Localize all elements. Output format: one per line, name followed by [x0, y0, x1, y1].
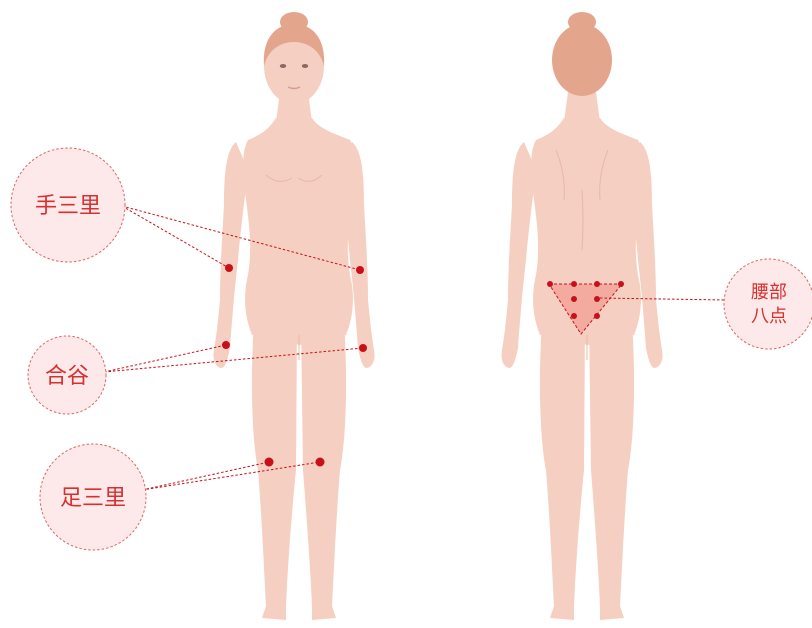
acupoint-yaobu-3 — [594, 281, 600, 287]
acupoint-shousanli-left — [225, 264, 233, 272]
acupoint-shousanli-right — [356, 266, 364, 274]
label-yaobu-line1: 腰部 — [751, 282, 787, 303]
label-zusanli-bubble: 足三里 — [40, 444, 146, 550]
label-yaobu-line2: 八点 — [751, 306, 787, 327]
front-right-eye — [302, 64, 308, 68]
back-head — [552, 24, 612, 96]
acupoint-yaobu-6 — [594, 296, 600, 302]
leader-zusanli-left — [142, 462, 269, 490]
label-yaobu-bubble: 腰部 八点 — [724, 259, 812, 349]
human-body-front-icon — [213, 12, 374, 620]
back-left-arm — [501, 142, 536, 368]
front-left-eye — [280, 64, 286, 68]
front-left-arm — [213, 142, 248, 368]
label-zusanli: 足三里 — [60, 486, 126, 511]
acupoint-zusanli-left — [265, 458, 274, 467]
acupoint-hegu-right — [359, 344, 367, 352]
acupoint-yaobu-8 — [594, 313, 600, 319]
acupoint-hegu-left — [222, 341, 230, 349]
acupoint-yaobu-4 — [618, 281, 624, 287]
back-neck — [564, 92, 600, 122]
label-hegu-bubble: 合谷 — [28, 336, 106, 414]
front-left-leg — [252, 322, 297, 620]
back-hair-bun — [568, 12, 596, 32]
leader-shousanli-left — [122, 206, 229, 268]
acupoint-yaobu-5 — [571, 296, 577, 302]
acupoint-yaobu-2 — [571, 281, 577, 287]
front-right-leg — [301, 322, 346, 620]
back-left-leg — [540, 322, 585, 620]
back-right-leg — [589, 322, 634, 620]
label-shousanli: 手三里 — [35, 194, 101, 219]
acupoint-yaobu-1 — [547, 281, 553, 287]
label-shousanli-bubble: 手三里 — [11, 148, 125, 262]
acupoint-yaobu-7 — [571, 313, 577, 319]
front-torso — [243, 118, 355, 345]
leader-hegu-left — [104, 345, 226, 372]
acupoint-zusanli-right — [316, 458, 325, 467]
front-hair-bun — [280, 12, 308, 32]
label-hegu: 合谷 — [45, 364, 89, 389]
